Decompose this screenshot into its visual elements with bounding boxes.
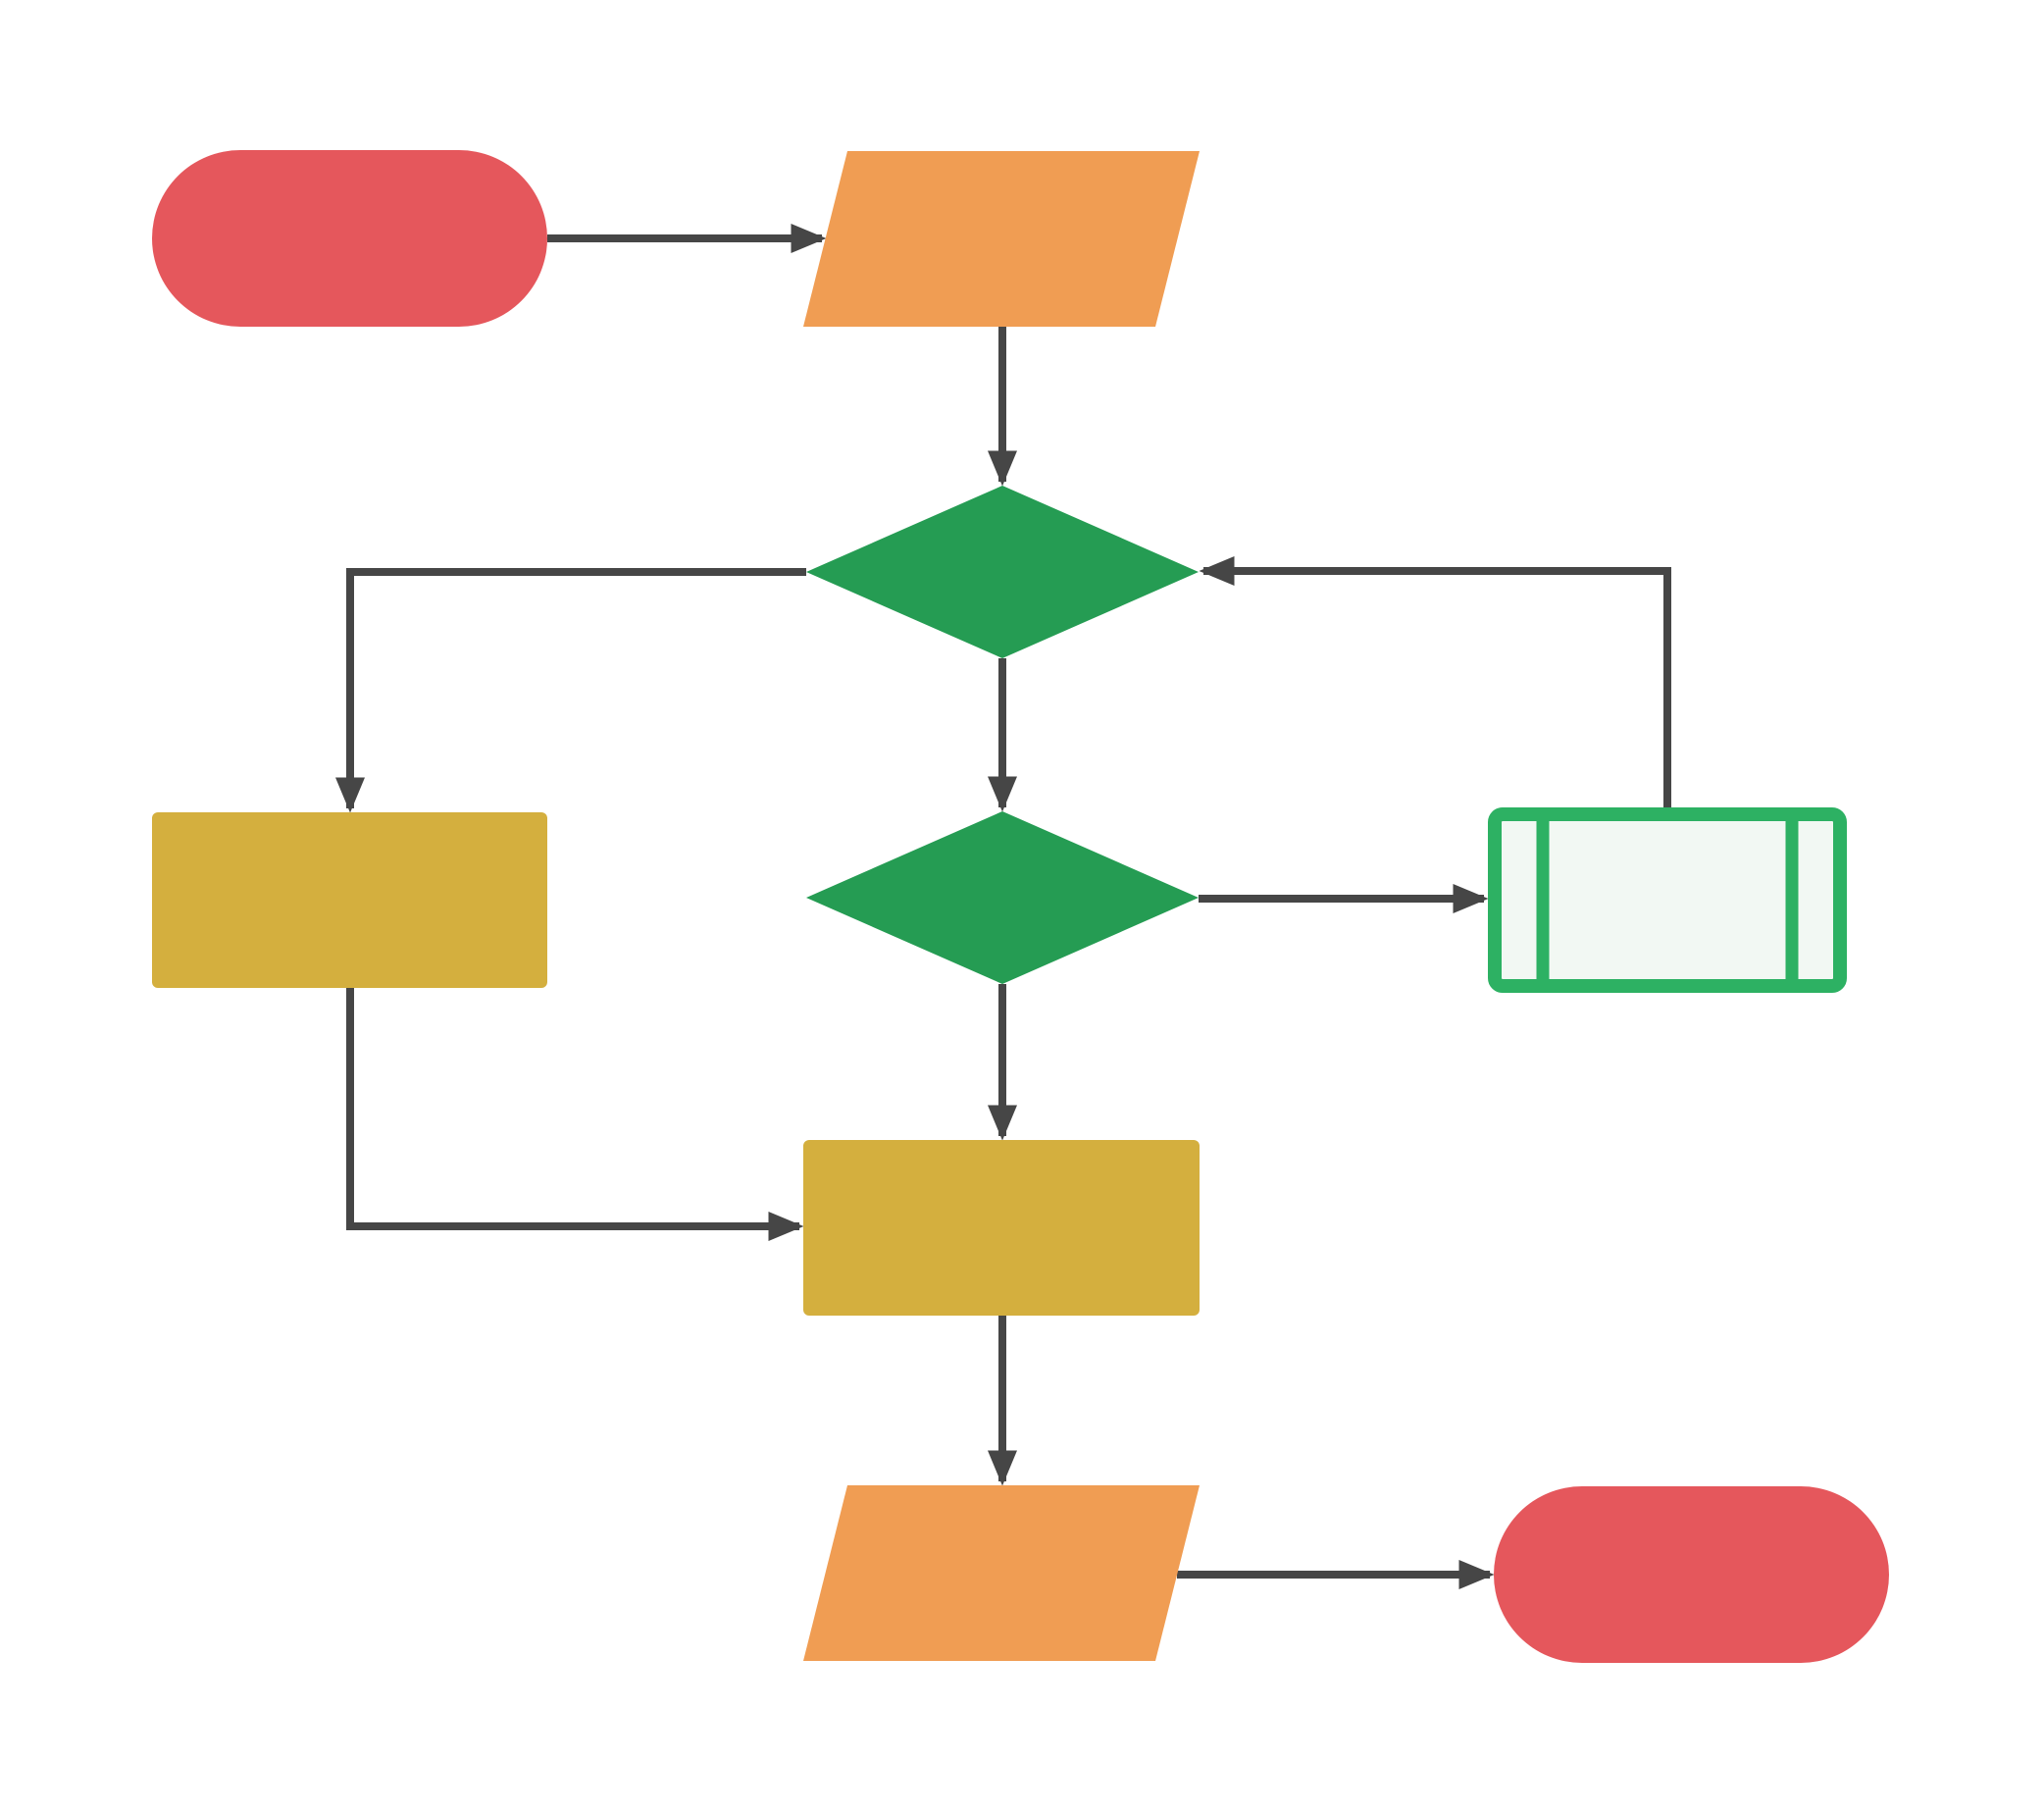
node-predefined-process xyxy=(1488,807,1847,993)
node-io-top-parallelogram xyxy=(803,151,1200,327)
edge-predefined-to-decision-1 xyxy=(1199,556,1671,807)
node-start-terminator xyxy=(152,150,547,327)
node-process-center-rect xyxy=(803,1140,1200,1316)
edge-decision-1-to-process-left xyxy=(335,568,806,813)
node-end-terminator xyxy=(1494,1486,1889,1663)
node-process-left-rect xyxy=(152,812,547,988)
connector-group xyxy=(335,224,1671,1589)
node-decision-2-diamond xyxy=(806,811,1199,984)
edge-process-left-to-process-center xyxy=(346,988,804,1241)
predefined-process-outer-rect xyxy=(1488,807,1847,993)
node-io-bottom-parallelogram xyxy=(803,1485,1200,1661)
node-decision-1-diamond xyxy=(806,486,1199,658)
